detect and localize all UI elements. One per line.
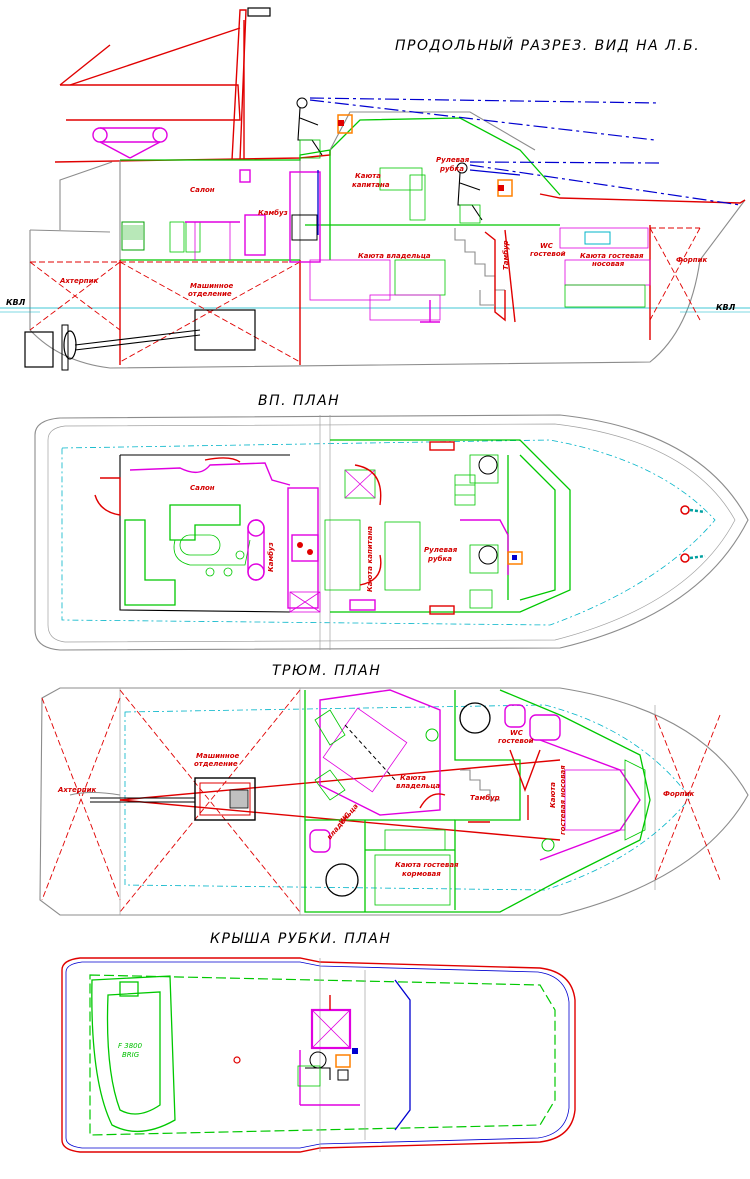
- roof-helm: [233, 995, 360, 1106]
- hold-wc-guest-label-1: WC: [510, 729, 524, 737]
- captain-cabin-label-1: Каюта: [355, 172, 381, 180]
- upper-kambuz-label: Камбуз: [267, 542, 275, 572]
- upper-deck-plan: ВП. ПЛАН: [34, 393, 749, 651]
- roof-title: КРЫША РУБКИ. ПЛАН: [210, 931, 391, 947]
- hold-plan: ТРЮМ. ПЛАН: [39, 663, 749, 916]
- wc-label-2: гостевой: [530, 250, 566, 258]
- stairs-profile: [454, 228, 516, 323]
- hold-tambur-label: Тамбур: [470, 794, 500, 802]
- profile-title: ПРОДОЛЬНЫЙ РАЗРЕЗ. ВИД НА Л.Б.: [395, 36, 700, 54]
- owner-cabin-label: Каюта владельца: [358, 252, 431, 260]
- upper-wheelhouse-label-1: Рулевая: [424, 546, 458, 554]
- hold-afterpeak-label: Ахтерпик: [57, 786, 96, 794]
- hold-compartments: [41, 689, 721, 913]
- salon-label: Салон: [190, 186, 215, 194]
- hold-bow-cabin-label-1: Каюта: [549, 782, 557, 808]
- tender-boat: F 3800 BRIG: [91, 975, 176, 1133]
- hold-forepeak-label: Форпик: [663, 790, 695, 798]
- engine-hold: [69, 777, 256, 821]
- engine-room-label-2: отделение: [188, 290, 232, 298]
- upper-deck-title: ВП. ПЛАН: [258, 393, 340, 409]
- profile-view: ПРОДОЛЬНЫЙ РАЗРЕЗ. ВИД НА Л.Б.: [0, 7, 750, 371]
- profile-labels: Салон Камбуз Каюта капитана Рулевая рубк…: [59, 156, 708, 298]
- tender-model-label-1: F 3800: [118, 1042, 143, 1050]
- roof-plan: КРЫША РУБКИ. ПЛАН F 3800 BRIG: [61, 931, 576, 1153]
- propulsion-profile: [24, 309, 256, 371]
- kambuz-label: Камбуз: [258, 209, 288, 217]
- engine-room-label-1: Машинное: [190, 282, 234, 290]
- hold-owner-cabin-label-2: владельца: [396, 782, 440, 790]
- hold-aft-cabin-label-1: Каюта гостевая: [395, 861, 459, 869]
- bow-guest-cabin-label-2: носовая: [592, 260, 625, 268]
- hold-engine-room-label-1: Машинное: [196, 752, 240, 760]
- hold-engine-room-label-2: отделение: [194, 760, 238, 768]
- captain-cabin-label-2: капитана: [352, 181, 390, 189]
- hold-cabins: [304, 689, 651, 913]
- davit-crane: [92, 127, 168, 159]
- hold-aft-cabin-label-2: кормовая: [402, 870, 441, 878]
- helm-figures-profile: [296, 97, 513, 224]
- hull-profile: [29, 150, 746, 369]
- hold-title: ТРЮМ. ПЛАН: [272, 663, 381, 679]
- interior-profile: [121, 169, 651, 323]
- upper-deck-labels: Салон Камбуз Каюта капитана Рулевая рубк…: [190, 484, 458, 592]
- wheelhouse-plan: [324, 439, 571, 615]
- upper-captain-cabin-label: Каюта капитана: [366, 526, 374, 592]
- kvl-left-label: КВЛ: [6, 298, 26, 307]
- tambur-label: Тамбур: [502, 240, 510, 270]
- waterline: КВЛ КВЛ: [0, 298, 750, 313]
- wheelhouse-label-2: рубка: [439, 165, 464, 173]
- upper-wheelhouse-label-2: рубка: [427, 555, 452, 563]
- mast: [59, 7, 271, 161]
- anchors: [680, 505, 706, 563]
- upper-salon-label: Салон: [190, 484, 215, 492]
- hold-owner-cabin-label-1: Каюта: [400, 774, 426, 782]
- wheelhouse-label-1: Рулевая: [436, 156, 470, 164]
- salon-plan: [94, 454, 321, 613]
- hull-upper-deck: [34, 414, 749, 651]
- afterpeak-label: Ахтерпик: [59, 277, 98, 285]
- bow-guest-cabin-label-1: Каюта гостевая: [580, 252, 644, 260]
- hold-bow-cabin-label-2: гостевая носовая: [559, 765, 567, 835]
- wc-label-1: WC: [540, 242, 554, 250]
- sight-lines: [309, 97, 741, 206]
- forepeak-label: Форпик: [676, 256, 708, 264]
- kvl-right-label: КВЛ: [716, 303, 736, 312]
- bulkheads-profile: [29, 225, 701, 365]
- tender-model-label-2: BRIG: [122, 1051, 140, 1059]
- hold-wc-guest-label-2: гостевой: [498, 737, 534, 745]
- roof-outline: [61, 957, 576, 1153]
